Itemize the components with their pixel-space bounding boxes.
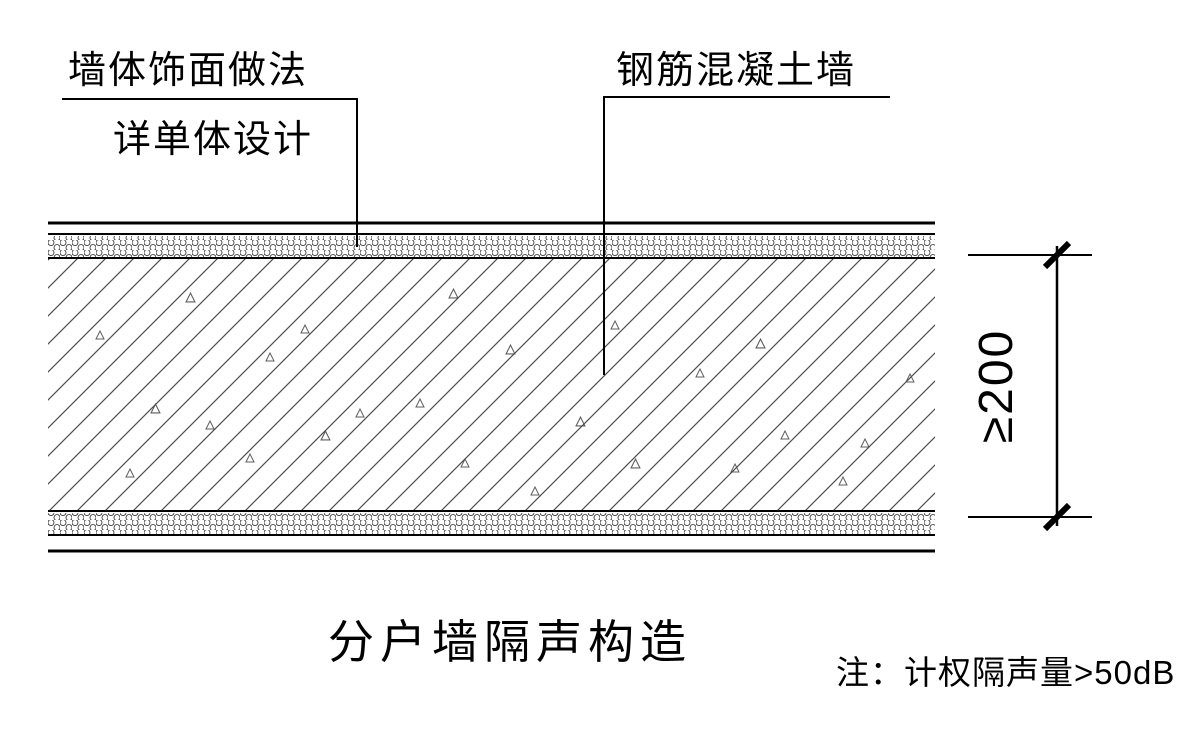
dimension-text: ≥200 xyxy=(970,329,1023,443)
dimension-group: ≥200 xyxy=(968,240,1092,532)
concrete-label-group: 钢筋混凝土墙 xyxy=(603,50,890,375)
finish-label-line1: 墙体饰面做法 xyxy=(68,50,308,92)
plaster-strip-top xyxy=(48,236,935,257)
finish-label-line2: 详单体设计 xyxy=(113,119,313,161)
concrete-label: 钢筋混凝土墙 xyxy=(616,50,856,92)
note-text: 注：计权隔声量>50dB xyxy=(836,654,1175,691)
concrete-leader-line xyxy=(603,96,890,375)
finish-label-group: 墙体饰面做法 详单体设计 xyxy=(62,50,358,247)
dimension-tick-top xyxy=(1042,240,1072,270)
dimension-tick-bottom xyxy=(1042,502,1072,532)
drawing-title: 分户墙隔声构造 xyxy=(328,616,692,668)
wall-section xyxy=(48,221,935,553)
plaster-strip-bottom xyxy=(48,513,935,534)
finish-leader-line xyxy=(62,98,358,247)
concrete-core-hatch xyxy=(48,259,935,510)
